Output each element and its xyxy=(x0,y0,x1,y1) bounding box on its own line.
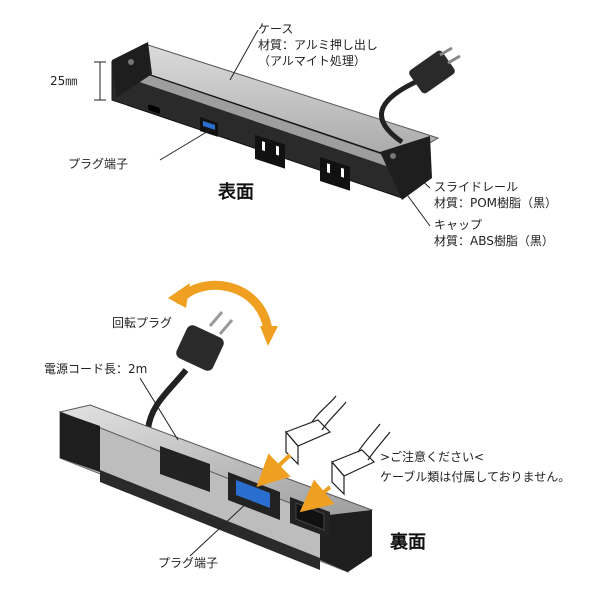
cap-title: キャップ xyxy=(434,218,483,232)
rail-title: スライドレール xyxy=(434,180,519,194)
note-line1: >ご注意ください< xyxy=(380,450,485,464)
rotate-arrow-icon xyxy=(168,280,278,346)
case-title: ケース xyxy=(258,22,294,36)
power-strip-front xyxy=(94,29,461,227)
rail-material: 材質：POM樹脂（黒） xyxy=(434,196,558,210)
plug-terminal-label-rear: プラグ端子 xyxy=(158,556,219,570)
case-finish: （アルマイト処理） xyxy=(258,54,366,68)
rear-face-label: 裏面 xyxy=(390,532,426,553)
note-line2: ケーブル類は付属しておりません。 xyxy=(380,470,571,484)
usb-port-icon xyxy=(200,116,218,137)
cap-material: 材質：ABS樹脂（黒） xyxy=(434,234,554,248)
height-dimension: 25㎜ xyxy=(50,74,78,88)
cord-length-label: 電源コード長：2m xyxy=(44,362,148,376)
plug-terminal-label: プラグ端子 xyxy=(68,157,129,171)
rotating-plug-label: 回転プラグ xyxy=(112,316,173,330)
case-material: 材質：アルミ押し出し xyxy=(258,38,378,52)
front-face-label: 表面 xyxy=(218,182,254,203)
power-strip-rear xyxy=(58,311,391,573)
